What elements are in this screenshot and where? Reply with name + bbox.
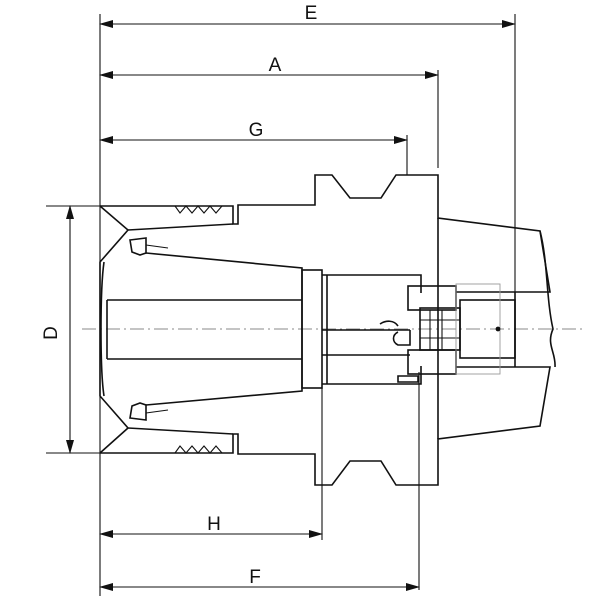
dimension-G: G <box>99 120 408 144</box>
dimension-A: A <box>99 55 439 79</box>
dimension-label-H: H <box>207 514 221 535</box>
dimension-E: E <box>99 3 516 28</box>
collar <box>301 269 323 389</box>
dimension-label-D: D <box>41 326 62 340</box>
adjusting-screw <box>322 274 516 385</box>
holder-body <box>100 174 556 486</box>
clamping-nut <box>99 205 234 454</box>
dimension-H: H <box>99 514 323 538</box>
dimension-label-G: G <box>249 120 264 141</box>
dimension-F: F <box>99 567 420 591</box>
dimension-label-A: A <box>269 55 282 76</box>
dimension-label-F: F <box>249 567 261 588</box>
extension-lines <box>46 14 516 596</box>
dimension-label-E: E <box>305 3 318 24</box>
dimension-D: D <box>41 205 74 454</box>
